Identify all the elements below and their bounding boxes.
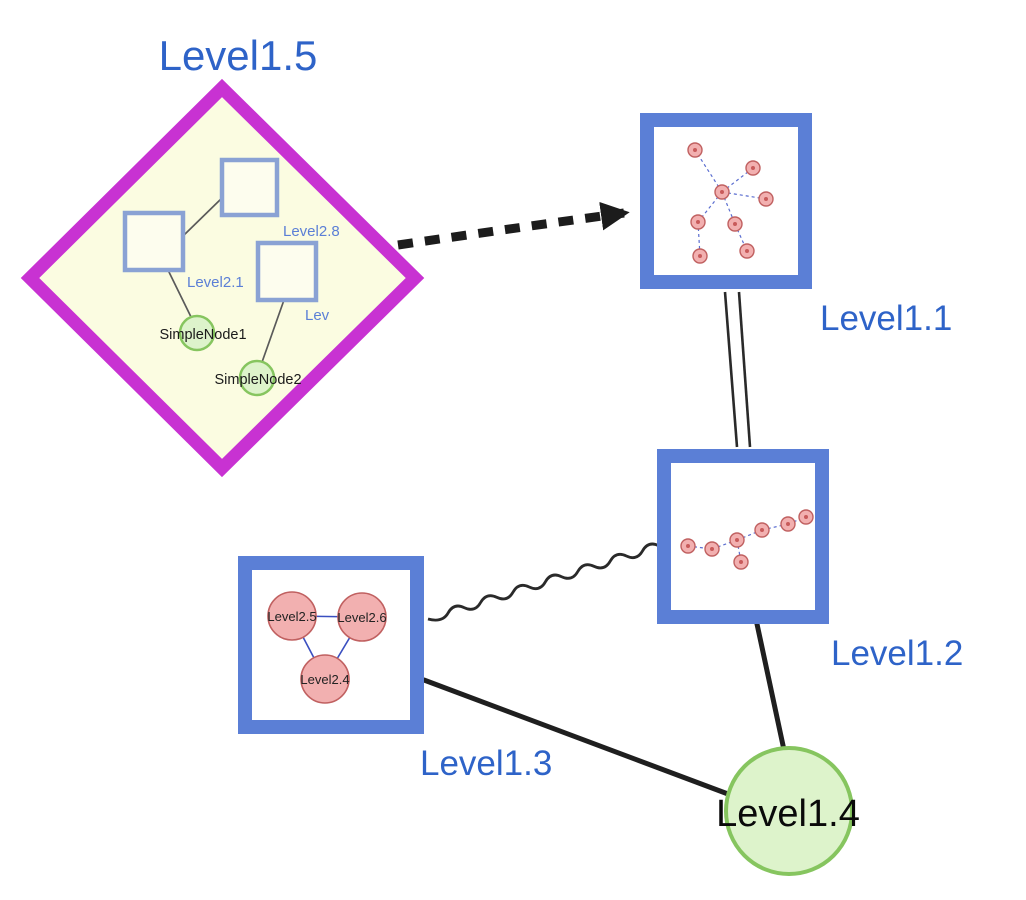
level12-subgraph: [680, 509, 814, 570]
node-level26[interactable]: [337, 592, 387, 642]
edge-level15-to-level11[interactable]: [397, 201, 630, 250]
edge-level21-simplenode1[interactable]: [167, 269, 194, 322]
edge-level11-level12-line2[interactable]: [737, 291, 752, 448]
node-level15-diamond[interactable]: [20, 78, 425, 478]
subnode-core: [693, 148, 697, 152]
subnode-core: [720, 190, 724, 194]
label-level15: Level1.5: [159, 32, 318, 79]
label-level24: Level2.4: [300, 672, 349, 687]
subedge[interactable]: [711, 539, 738, 550]
node-level24[interactable]: [300, 654, 350, 704]
subedge[interactable]: [694, 149, 723, 193]
subnode-core: [739, 560, 743, 564]
label-level13: Level1.3: [420, 744, 552, 783]
label-level21: Level2.1: [187, 274, 244, 291]
subnode-core: [745, 249, 749, 253]
subnode-core: [696, 220, 700, 224]
node-level14[interactable]: [724, 746, 854, 876]
label-level26: Level2.6: [337, 610, 386, 625]
edge-level13-level12-wavy[interactable]: [427, 542, 660, 622]
edge-lev-simplenode2[interactable]: [260, 299, 285, 366]
label-lev: Lev: [305, 307, 330, 324]
node-simplenode2[interactable]: [238, 359, 276, 397]
subnode-core: [760, 528, 764, 532]
level11-subgraph: [687, 142, 774, 264]
node-simplenode1[interactable]: [178, 314, 216, 352]
node-lev[interactable]: [255, 240, 319, 303]
edge-level13-level14[interactable]: [421, 677, 739, 800]
subnode-core: [710, 547, 714, 551]
subnode-core: [764, 197, 768, 201]
label-simplenode2: SimpleNode2: [214, 372, 301, 388]
edge-level21-level28[interactable]: [182, 196, 224, 237]
node-level21[interactable]: [122, 210, 186, 273]
node-level11-box[interactable]: [640, 113, 812, 289]
edge-level12-level14[interactable]: [754, 621, 787, 753]
subnode-core: [751, 166, 755, 170]
subnode-core: [733, 222, 737, 226]
level13-subgraph: Level2.5 Level2.6 Level2.4: [267, 591, 387, 704]
label-level25: Level2.5: [267, 609, 316, 624]
subedge[interactable]: [736, 529, 763, 541]
label-level28: Level2.8: [283, 223, 340, 240]
subnode-core: [686, 544, 690, 548]
node-level28[interactable]: [219, 157, 280, 218]
subnode-core: [735, 538, 739, 542]
subedge[interactable]: [761, 523, 789, 531]
label-level12: Level1.2: [831, 634, 963, 673]
subnode-core: [804, 515, 808, 519]
edge-level11-level12-line1[interactable]: [723, 291, 739, 448]
label-level14: Level1.4: [716, 793, 860, 835]
subnode-core: [786, 522, 790, 526]
label-simplenode1: SimpleNode1: [159, 327, 246, 343]
subnode-core: [698, 254, 702, 258]
node-level25[interactable]: [267, 591, 317, 641]
label-level11: Level1.1: [820, 299, 952, 338]
